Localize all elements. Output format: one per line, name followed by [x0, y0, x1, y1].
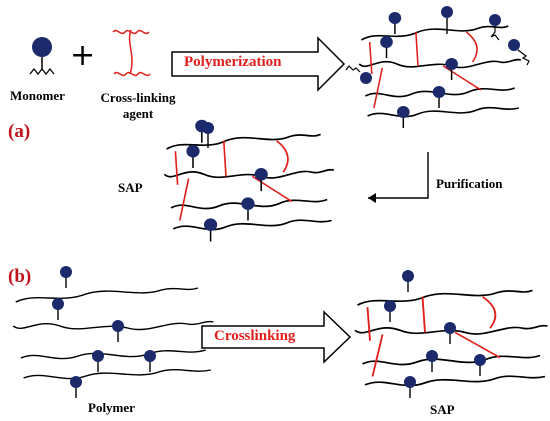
monomer-symbol [29, 37, 55, 76]
sap-network-a [163, 120, 335, 242]
unreacted-bead-group-a [345, 6, 530, 84]
plus-sign: + [70, 38, 96, 73]
sap-label-b: SAP [430, 402, 455, 417]
crosslinking-arrow [201, 310, 352, 364]
sap-label-a: SAP [118, 180, 143, 195]
crosslinking-label: Crosslinking [214, 328, 296, 344]
polymerization-arrow [171, 36, 346, 92]
monomer-label: Monomer [10, 88, 65, 103]
crosslinker-label-line2: agent [122, 106, 154, 121]
purification-arrow [368, 152, 429, 199]
panel-a-tag: (a) [8, 121, 31, 142]
polymer-label: Polymer [88, 400, 135, 415]
polymerization-label: Polymerization [184, 54, 282, 70]
product-network-a [358, 12, 522, 128]
extra-bead-a [202, 122, 214, 148]
purification-label: Purification [436, 176, 503, 191]
crosslinker-label-line1: Cross-linking [100, 90, 176, 105]
crosslinker-symbol [112, 29, 151, 77]
sap-network-b [354, 289, 549, 387]
panel-b-tag: (b) [8, 266, 32, 287]
polymer-chains-b [12, 287, 214, 380]
crosslinker-label: Cross-linking agent [90, 90, 186, 122]
